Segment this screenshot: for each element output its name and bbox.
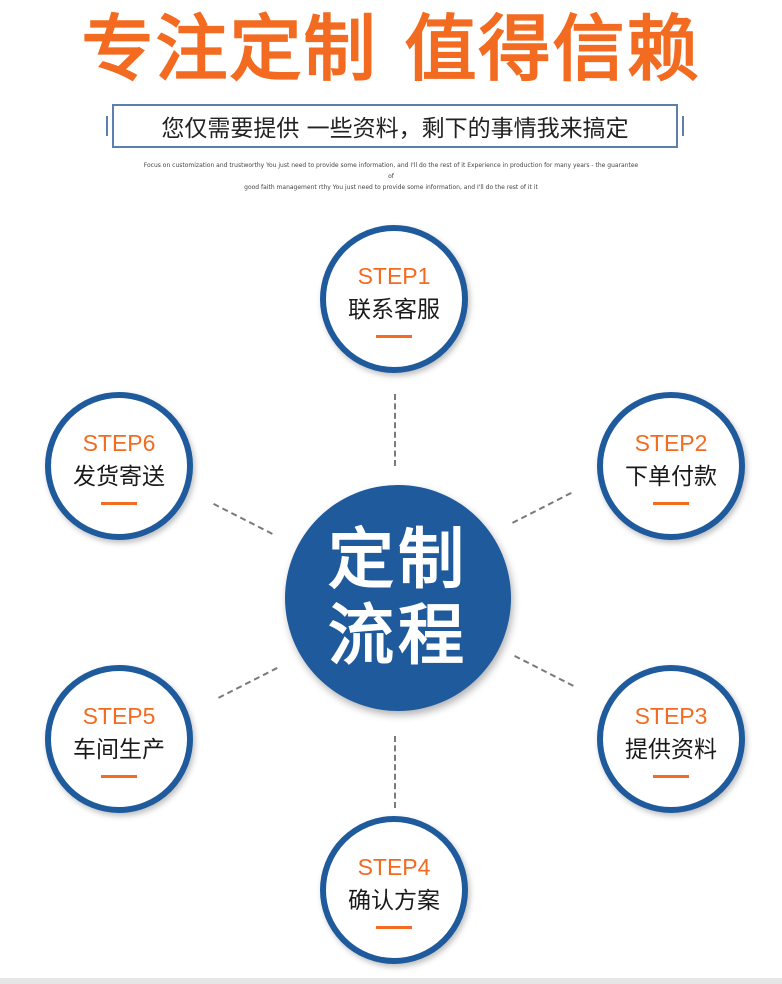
- step-underline: [101, 774, 137, 778]
- bottom-divider: [0, 978, 782, 984]
- step-underline: [101, 501, 137, 505]
- connector-step3: [514, 655, 574, 687]
- step-name: 下单付款: [625, 463, 717, 490]
- step-node-2: STEP2 下单付款: [597, 392, 745, 540]
- connector-step1: [394, 394, 396, 466]
- step-name: 联系客服: [348, 296, 440, 323]
- step-name: 提供资料: [625, 736, 717, 763]
- connector-step5: [218, 667, 278, 699]
- step-name: 确认方案: [348, 887, 440, 914]
- step-underline: [376, 925, 412, 929]
- step-node-5: STEP5 车间生产: [45, 665, 193, 813]
- connector-step6: [213, 503, 273, 535]
- step-underline: [376, 334, 412, 338]
- headline: 专注定制 值得信赖: [81, 7, 701, 91]
- step-code: STEP1: [357, 262, 431, 289]
- center-title-line-1: 定制: [328, 521, 468, 598]
- subtitle-text: 您仅需要提供 一些资料，剩下的事情我来搞定: [161, 116, 629, 142]
- step-name: 车间生产: [73, 736, 165, 763]
- english-caption-line-2: good faith management rthy You just need…: [244, 184, 538, 191]
- step-code: STEP5: [82, 702, 156, 729]
- step-node-4: STEP4 确认方案: [320, 816, 468, 964]
- step-code: STEP4: [357, 853, 431, 880]
- english-caption-line-1: Focus on customization and trustworthy Y…: [143, 162, 639, 180]
- step-underline: [653, 501, 689, 505]
- step-code: STEP6: [82, 429, 156, 456]
- step-code: STEP3: [634, 702, 708, 729]
- step-underline: [653, 774, 689, 778]
- connector-step4: [394, 736, 396, 808]
- center-title-line-2: 流程: [328, 597, 468, 674]
- center-hub: 定制 流程: [285, 485, 511, 711]
- step-name: 发货寄送: [73, 463, 165, 490]
- step-code: STEP2: [634, 429, 708, 456]
- subtitle-box: 您仅需要提供 一些资料，剩下的事情我来搞定: [106, 104, 684, 148]
- step-node-6: STEP6 发货寄送: [45, 392, 193, 540]
- step-node-3: STEP3 提供资料: [597, 665, 745, 813]
- connector-step2: [512, 492, 572, 524]
- step-node-1: STEP1 联系客服: [320, 225, 468, 373]
- english-caption: Focus on customization and trustworthy Y…: [140, 160, 642, 193]
